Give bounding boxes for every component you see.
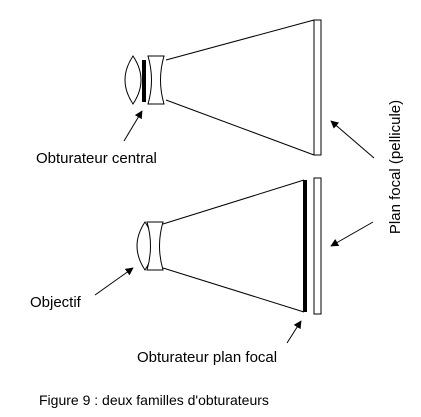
light-cone-upper	[165, 19, 315, 61]
label-objective: Objectif	[30, 294, 82, 311]
arrow-objective	[94, 267, 134, 296]
arrow-film-bottom	[330, 221, 374, 247]
callout-arrows	[94, 110, 375, 344]
light-cone-lower	[162, 267, 305, 313]
light-cone-upper	[162, 179, 305, 225]
film-plane	[313, 19, 322, 156]
label-focal-plane-film: Plan focal (pellicule)	[387, 100, 404, 234]
figure-caption: Figure 9 : deux familles d'obturateurs	[39, 392, 269, 408]
concave-lens-icon	[147, 55, 165, 105]
focal-plane-shutter-camera	[136, 177, 322, 315]
concave-lens-icon	[146, 221, 164, 271]
film-plane	[313, 177, 322, 315]
arrow-film-top	[330, 120, 375, 159]
label-focal-plane-shutter: Obturateur plan focal	[137, 349, 277, 366]
light-cone-lower	[165, 99, 315, 156]
arrow-central-shutter	[123, 110, 143, 142]
arrow-focal-plane-shutter	[286, 320, 302, 344]
label-central-shutter: Obturateur central	[36, 150, 157, 167]
convex-lens-icon	[124, 55, 142, 105]
central-shutter-camera	[124, 19, 322, 156]
